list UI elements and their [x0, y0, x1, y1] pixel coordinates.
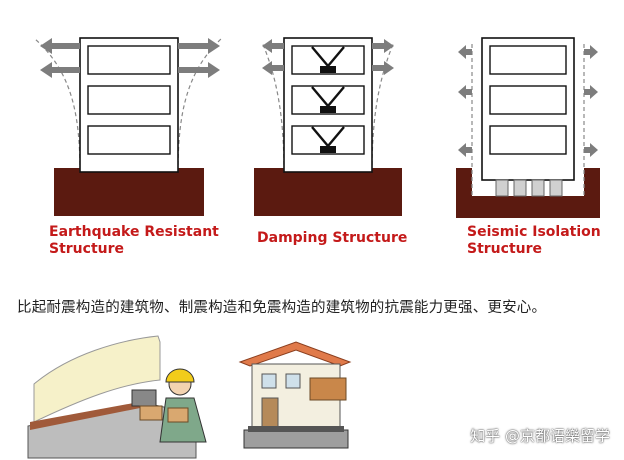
- damper-floor-1: [291, 125, 365, 155]
- sway-line-right: [371, 41, 395, 173]
- structure-diagrams: [33, 37, 600, 218]
- label-line-1: Seismic Isolation: [467, 224, 601, 240]
- label-line-2: Structure: [49, 241, 125, 257]
- label-line-2: Structure: [467, 241, 543, 257]
- ground-pit: [456, 168, 600, 218]
- damping-structure-label: Damping Structure: [257, 230, 407, 247]
- clipboard: [167, 407, 189, 423]
- floor-1: [489, 125, 567, 155]
- helmet: [165, 368, 195, 383]
- move-arrows: [458, 45, 598, 157]
- floor-2: [489, 85, 567, 115]
- floor-2: [87, 85, 171, 115]
- worker-illustration: [27, 335, 207, 459]
- ground-block: [54, 168, 204, 216]
- wooden-box: [139, 405, 163, 421]
- caption-text: 比起耐震构造的建筑物、制震构造和免震构造的建筑物的抗震能力更强、更安心。: [17, 300, 547, 316]
- ground-block: [254, 168, 402, 216]
- house-door: [261, 397, 279, 429]
- floor-3: [489, 45, 567, 75]
- sway-line-left: [33, 37, 81, 173]
- building-base-beam: [33, 335, 161, 423]
- floor-1: [87, 125, 171, 155]
- damping-diagram: [254, 37, 402, 216]
- watermark: 知乎 @京都语樂留学: [470, 427, 610, 445]
- house-window: [285, 373, 301, 389]
- label-line-1: Earthquake Resistant: [49, 224, 219, 240]
- illustrations: [27, 335, 352, 459]
- house-illustration: [238, 341, 352, 449]
- house-balcony: [309, 377, 347, 401]
- label-line-1: Damping Structure: [257, 230, 408, 246]
- isolation-base: [243, 429, 349, 449]
- seismic-isolation-diagram: [456, 37, 600, 218]
- earthquake-resistant-diagram: [33, 37, 223, 216]
- damper-floor-3: [291, 45, 365, 75]
- isolation-layer: [248, 426, 344, 432]
- steel-beam: [30, 400, 150, 430]
- floor-3: [87, 45, 171, 75]
- sway-arrows: [262, 39, 394, 75]
- house-roof: [238, 341, 352, 367]
- isolation-bearings: [495, 179, 563, 197]
- sway-arrows: [40, 38, 220, 78]
- sway-line-right: [177, 37, 223, 173]
- house-window: [261, 373, 277, 389]
- sway-line-left: [261, 41, 285, 173]
- damper-floor-2: [291, 85, 365, 115]
- earthquake-resistant-label: Earthquake Resistant Structure: [49, 224, 219, 258]
- bearing-device: [131, 389, 157, 407]
- seismic-isolation-label: Seismic Isolation Structure: [467, 224, 601, 258]
